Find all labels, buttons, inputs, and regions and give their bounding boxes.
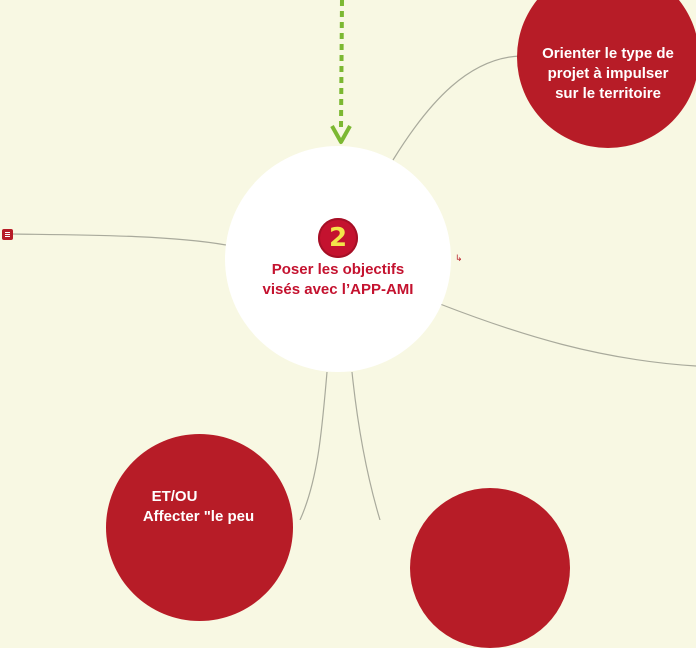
topic-label-et-ou: ET/OU — [151, 488, 198, 505]
topic-label-affecter: Affecter "le peu — [142, 508, 255, 525]
central-topic-node[interactable]: 2 Poser les objectifs visés avec l’APP-A… — [225, 146, 451, 372]
topic-node-orienter[interactable]: Orienter le type de projet à impulser su… — [517, 0, 696, 148]
topic-node-affecter[interactable]: ET/OU Affecter "le peu — [106, 434, 293, 621]
notes-icon[interactable] — [2, 229, 13, 240]
connector-bottom-left — [299, 371, 328, 520]
connector-top-right — [392, 55, 521, 161]
priority-2-badge: 2 — [318, 218, 358, 258]
link-icon[interactable]: ↳ — [455, 253, 463, 263]
arrow-down-icon — [330, 0, 352, 144]
topic-label-orienter: Orienter le type de projet à impulser su… — [542, 45, 674, 102]
mindmap-connectors — [11, 0, 696, 520]
connector-left — [11, 233, 227, 246]
connector-right — [439, 303, 696, 367]
connector-bottom-right — [351, 371, 381, 520]
topic-node-bottom-right[interactable] — [410, 488, 570, 648]
central-topic-label: Poser les objectifs visés avec l’APP-AMI — [262, 261, 414, 298]
